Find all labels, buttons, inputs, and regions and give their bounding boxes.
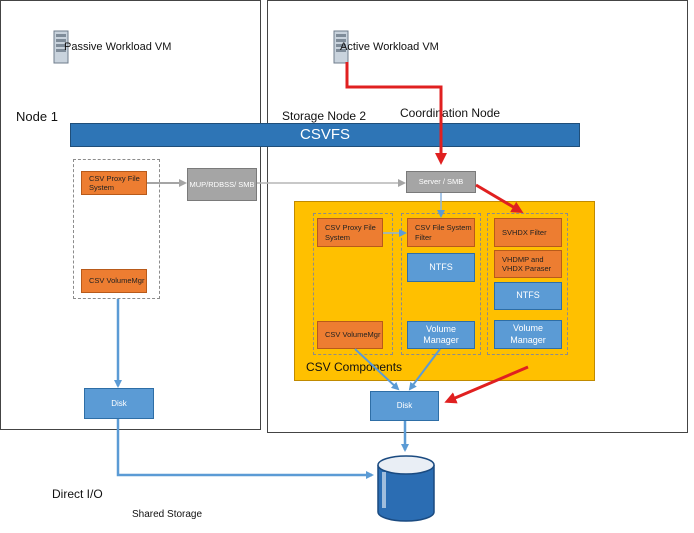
csv-file-system-filter-box: CSV File System Filter: [407, 218, 475, 247]
node1-label: Node 1: [16, 109, 58, 124]
csvfs-bar: CSVFS: [70, 123, 580, 147]
svhdx-stack-group: [487, 213, 568, 355]
node1-disk-to-storage-connector: [116, 419, 374, 479]
server-to-svhdx-arrow: [475, 183, 524, 214]
vhdmp-vhdx-parser-box: VHDMP and VHDX Paraser: [494, 250, 562, 278]
server-smb-box: Server / SMB: [406, 171, 476, 193]
csv-volumemgr-to-disk-arrow: [354, 348, 400, 391]
direct-io-label: Direct I/O: [52, 487, 103, 501]
active-vm-server-icon: [333, 30, 349, 64]
storage-node-label: Storage Node 2: [282, 109, 367, 123]
csv-volumemgr-box: CSV VolumeMgr: [317, 321, 383, 349]
node1-disk-box: Disk: [84, 388, 154, 419]
shared-storage-label: Shared Storage: [132, 509, 203, 520]
volume-manager-box-1: Volume Manager: [407, 321, 475, 349]
storage-disk-box: Disk: [370, 391, 439, 421]
node1-panel: [0, 0, 261, 430]
node1-csv-proxy-box: CSV Proxy File System: [81, 171, 147, 195]
passive-vm-label: Passive Workload VM: [64, 41, 172, 53]
ntfs-box-1: NTFS: [407, 253, 475, 282]
passive-vm-server-icon: [53, 30, 69, 64]
csv-proxy-file-system-box: CSV Proxy File System: [317, 218, 383, 247]
csvfs-label: CSVFS: [299, 125, 350, 143]
active-vm-label: Active Workload VM: [340, 41, 439, 53]
node1-stack-group: [73, 159, 160, 299]
shared-storage-cylinder-icon: [377, 455, 435, 522]
volume-manager-box-2: Volume Manager: [494, 320, 562, 349]
svhdx-filter-box: SVHDX Filter: [494, 218, 562, 247]
ntfs-box-2: NTFS: [494, 282, 562, 310]
volume-manager-to-disk-arrow: [408, 348, 441, 391]
mup-rdbss-smb-box: MUP/RDBSS/ SMB: [187, 168, 257, 201]
active-vm-to-server-arrow: [345, 62, 447, 165]
node1-csv-volumemgr-box: CSV VolumeMgr: [81, 269, 147, 293]
proxy-stack-group: [313, 213, 393, 355]
volume-manager-to-disk-red-arrow: [444, 365, 529, 404]
coordination-node-label: Coordination Node: [400, 106, 501, 120]
